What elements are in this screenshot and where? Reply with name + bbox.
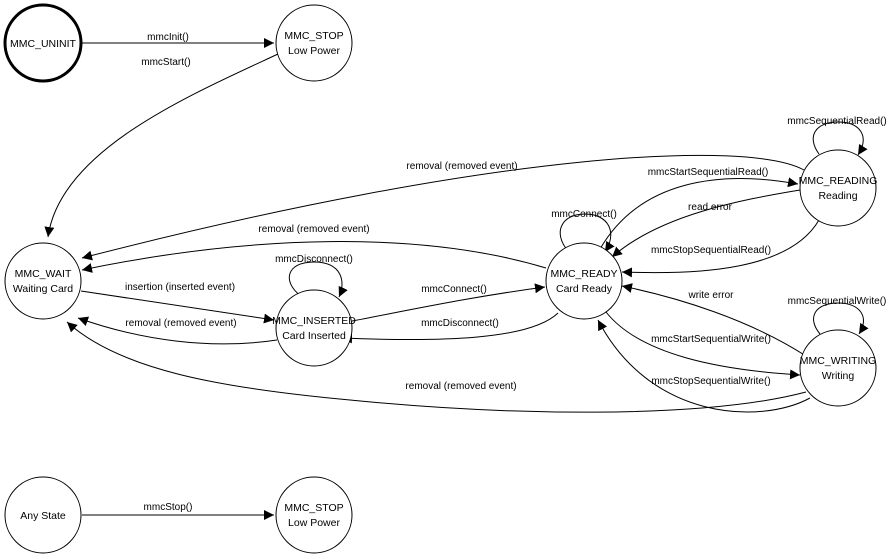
edge-label-reading-self: mmcSequentialRead() (787, 116, 887, 127)
state-mmc-writing: MMC_WRITING Writing (799, 329, 877, 407)
edge-label-write-error: write error (687, 290, 734, 301)
state-mmc-inserted-desc: Card Inserted (282, 330, 346, 342)
state-mmc-ready-desc: Card Ready (556, 283, 613, 295)
edge-writing-error: write error (621, 283, 807, 357)
state-mmc-reading-name: MMC_READING (799, 175, 878, 187)
edge-label-writing-removal: removal (removed event) (405, 381, 516, 392)
state-mmc-writing-desc: Writing (822, 370, 855, 382)
edge-label-mmcdisconnect: mmcDisconnect() (421, 318, 499, 329)
state-mmc-ready: MMC_READY Card Ready (545, 242, 623, 320)
edge-reading-to-wait: removal (removed event) (81, 154, 805, 261)
edge-label-stop-write: mmcStopSequentialWrite() (651, 376, 770, 387)
edge-label-mmcconnect: mmcConnect() (421, 284, 487, 295)
state-mmc-stop-bottom-name: MMC_STOP (284, 502, 343, 514)
edge-ready-self: mmcConnect() (551, 209, 617, 253)
state-mmc-stop-top-desc: Low Power (288, 45, 340, 57)
edge-label-inserted-removal: removal (removed event) (125, 318, 236, 329)
edge-any-to-stop: mmcStop() (82, 502, 274, 520)
edge-writing-stop: mmcStopSequentialWrite() (597, 319, 811, 413)
edge-ready-to-inserted: mmcDisconnect() (341, 312, 559, 344)
edge-label-read-error: read error (688, 202, 733, 213)
state-mmc-ready-name: MMC_READY (550, 268, 617, 280)
state-mmc-uninit: MMC_UNINIT (3, 3, 83, 83)
edge-label-ready-removal: removal (removed event) (258, 224, 369, 235)
state-mmc-uninit-name: MMC_UNINIT (10, 38, 76, 50)
edge-inserted-to-wait: removal (removed event) (77, 316, 278, 345)
state-any: Any State (4, 476, 82, 554)
edge-label-inserted-self: mmcDisconnect() (275, 254, 353, 265)
edge-label-stop-read: mmcStopSequentialRead() (651, 245, 771, 256)
edge-stop-to-wait: mmcStart() (44, 53, 279, 238)
edge-ready-to-reading: mmcStartSequentialRead() (599, 167, 799, 250)
edge-inserted-self: mmcDisconnect() (275, 254, 353, 298)
edge-writing-to-wait: removal (removed event) (66, 321, 807, 413)
state-mmc-inserted-name: MMC_INSERTED (272, 315, 356, 327)
state-mmc-stop-bottom-desc: Low Power (288, 517, 340, 529)
state-mmc-stop-top-name: MMC_STOP (284, 30, 343, 42)
edge-wait-to-inserted: insertion (inserted event) (80, 282, 275, 324)
state-mmc-stop-top: MMC_STOP Low Power (275, 4, 353, 82)
edge-label-ready-self: mmcConnect() (551, 209, 617, 220)
edge-ready-to-writing: mmcStartSequentialWrite() (605, 311, 801, 380)
state-mmc-reading: MMC_READING Reading (799, 149, 878, 227)
edge-ready-to-wait: removal (removed event) (81, 224, 547, 273)
state-mmc-writing-name: MMC_WRITING (800, 355, 876, 367)
edge-reading-error: read error (611, 189, 801, 258)
edge-label-insertion: insertion (inserted event) (125, 282, 235, 293)
edge-writing-self: mmcSequentialWrite() (788, 296, 887, 335)
edge-label-writing-self: mmcSequentialWrite() (788, 296, 887, 307)
state-mmc-wait-desc: Waiting Card (13, 283, 73, 295)
state-mmc-wait-name: MMC_WAIT (15, 268, 72, 280)
state-any-name: Any State (20, 510, 66, 522)
edge-label-mmcinit: mmcInit() (147, 32, 189, 43)
edge-reading-stop: mmcStopSequentialRead() (621, 219, 820, 278)
edge-label-reading-removal: removal (removed event) (406, 161, 517, 172)
state-mmc-stop-bottom: MMC_STOP Low Power (275, 476, 353, 554)
state-mmc-inserted: MMC_INSERTED Card Inserted (272, 289, 356, 367)
edge-reading-self: mmcSequentialRead() (787, 116, 887, 156)
state-mmc-wait: MMC_WAIT Waiting Card (4, 242, 82, 320)
edge-label-mmcstart: mmcStart() (141, 57, 190, 68)
edge-label-start-read: mmcStartSequentialRead() (648, 167, 769, 178)
edge-label-start-write: mmcStartSequentialWrite() (651, 334, 771, 345)
state-mmc-reading-desc: Reading (818, 190, 857, 202)
edge-inserted-to-ready: mmcConnect() (351, 283, 546, 322)
edge-uninit-to-stop: mmcInit() (82, 32, 274, 48)
edge-label-mmcstop: mmcStop() (144, 502, 193, 513)
